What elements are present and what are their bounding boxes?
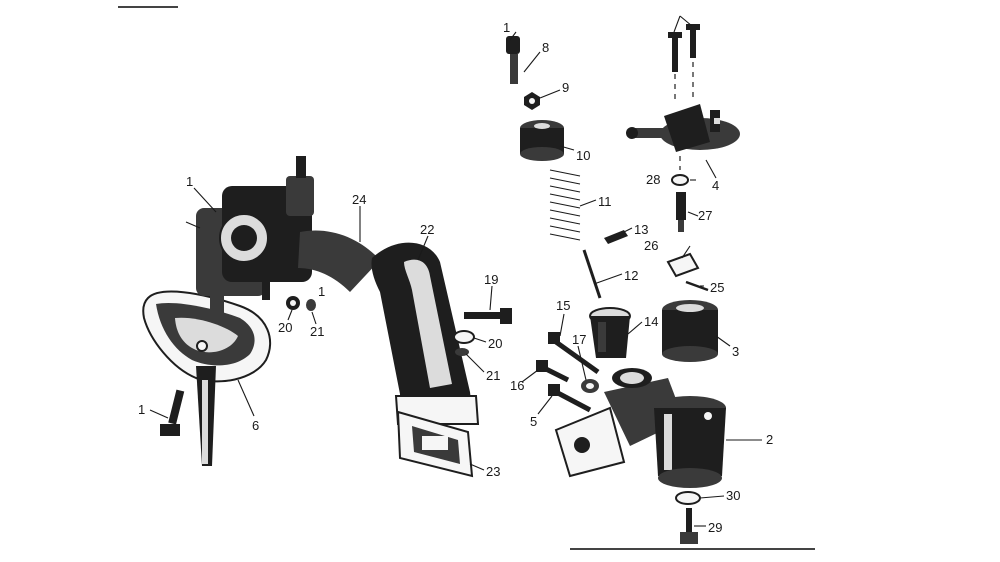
part-labels: 1 1 1 2 3 4 5 6 8 9 10 11 12 13 14 15 16… (138, 20, 773, 535)
label-1-capscrew: 1 (503, 20, 510, 35)
label-8: 8 (542, 40, 549, 55)
label-9: 9 (562, 80, 569, 95)
carburettor-housing-2 (554, 368, 726, 488)
washer-28 (671, 174, 689, 186)
bolt-16 (536, 360, 570, 383)
washer-21-right (455, 348, 469, 356)
piston-14 (589, 307, 631, 358)
label-4: 4 (712, 178, 719, 193)
label-10: 10 (576, 148, 590, 163)
washer-17 (581, 379, 599, 393)
label-17: 17 (572, 332, 586, 347)
label-1-small: 1 (318, 284, 325, 299)
label-19: 19 (484, 272, 498, 287)
label-26: 26 (644, 238, 658, 253)
drain-screw-29 (680, 508, 698, 544)
washer-30 (675, 491, 701, 505)
flange-gasket-23 (396, 410, 474, 478)
label-27: 27 (698, 208, 712, 223)
stud-19 (464, 308, 512, 324)
label-14: 14 (644, 314, 658, 329)
label-13: 13 (634, 222, 648, 237)
label-25: 25 (710, 280, 724, 295)
label-12: 12 (624, 268, 638, 283)
label-15: 15 (556, 298, 570, 313)
bolt-15 (548, 332, 600, 375)
cap-screw-8 (506, 36, 520, 84)
carburettor-body (196, 156, 314, 320)
float-3 (662, 300, 718, 362)
label-20-right: 20 (488, 336, 502, 351)
nut-20-right (453, 330, 475, 344)
label-6: 6 (252, 418, 259, 433)
nut-9 (524, 92, 540, 110)
label-21-right: 21 (486, 368, 500, 383)
label-16: 16 (510, 378, 524, 393)
label-24: 24 (352, 192, 366, 207)
needle-valve-27 (676, 192, 686, 232)
support-bracket (196, 366, 216, 466)
label-2: 2 (766, 432, 773, 447)
bolt-1 (160, 389, 185, 436)
label-22: 22 (420, 222, 434, 237)
label-3: 3 (732, 344, 739, 359)
label-5: 5 (530, 414, 537, 429)
bolt-5 (548, 384, 592, 413)
damper-cap-10 (520, 120, 564, 161)
air-cleaner-shield (142, 290, 271, 383)
label-23: 23 (486, 464, 500, 479)
washer-21-left (306, 299, 316, 311)
float-chamber-lid-4 (626, 104, 740, 152)
label-21-left: 21 (310, 324, 324, 339)
jet-needle-12 (582, 249, 602, 299)
label-28: 28 (646, 172, 660, 187)
label-20-left: 20 (278, 320, 292, 335)
clip-13 (604, 230, 628, 244)
label-30: 30 (726, 488, 740, 503)
screws-float-cover (668, 24, 700, 72)
leader-lines (149, 15, 762, 527)
piston-spring-11 (549, 169, 581, 241)
label-1-bolt: 1 (138, 402, 145, 417)
label-1-carb: 1 (186, 174, 193, 189)
nut-20-left (286, 296, 300, 310)
pin-25 (685, 280, 709, 292)
inlet-manifold (298, 230, 480, 425)
label-11: 11 (598, 194, 612, 209)
label-29: 29 (708, 520, 722, 535)
